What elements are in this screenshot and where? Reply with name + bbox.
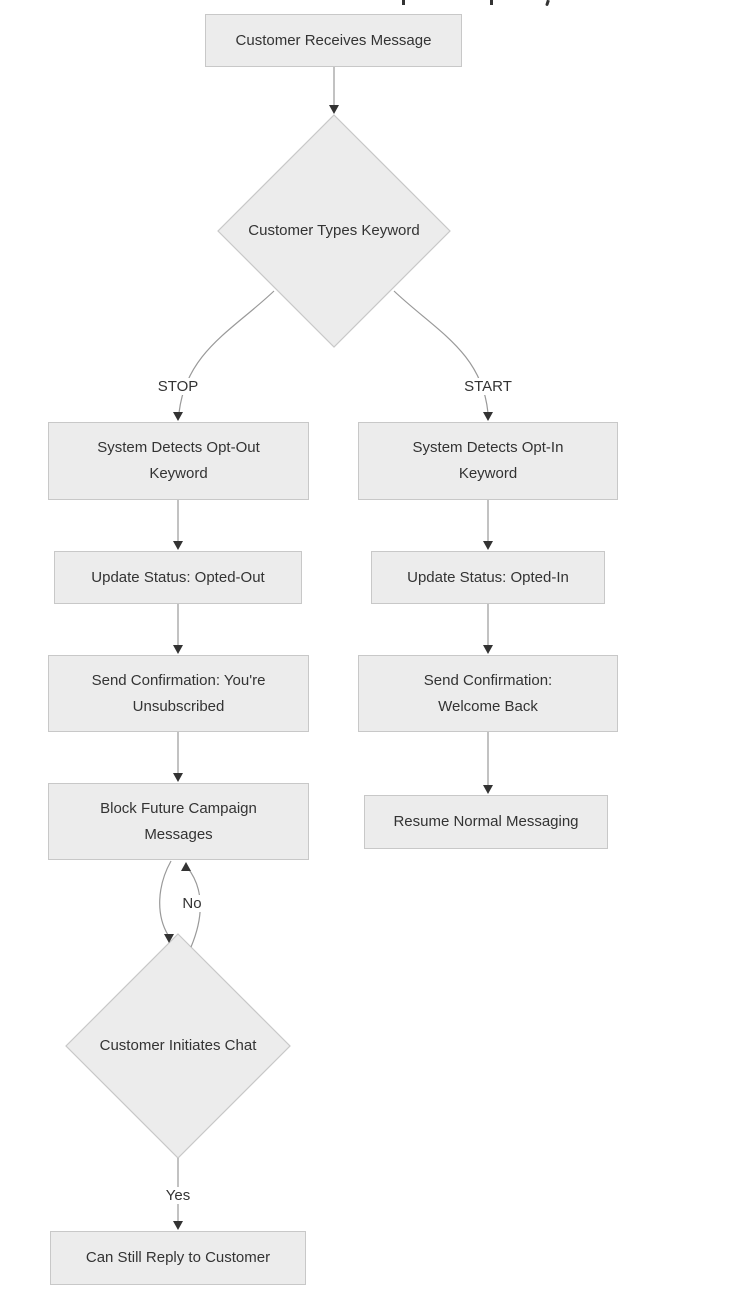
decision-customer-types-keyword-label: Customer Types Keyword xyxy=(248,222,420,239)
arrowhead-keyword xyxy=(329,105,339,114)
node-update-status-opted-out: Update Status: Opted-Out xyxy=(54,551,302,604)
node-system-detects-opt-out-keyword: System Detects Opt-Out Keyword xyxy=(48,422,309,500)
clipped-title-descender-1 xyxy=(402,0,405,5)
node-resume-normal-messaging: Resume Normal Messaging xyxy=(364,795,608,849)
edge-label-stop: STOP xyxy=(154,378,202,395)
clipped-title-descender-2 xyxy=(490,0,493,5)
node-customer-receives-message: Customer Receives Message xyxy=(205,14,462,67)
edge-label-no: No xyxy=(179,895,205,912)
arrowhead-status-in xyxy=(483,541,493,550)
arrowhead-optin xyxy=(483,412,493,421)
node-update-status-opted-in: Update Status: Opted-In xyxy=(371,551,605,604)
node-system-detects-opt-in-keyword: System Detects Opt-In Keyword xyxy=(358,422,618,500)
arrowhead-block-return xyxy=(181,862,191,871)
edge-label-start: START xyxy=(461,378,515,395)
decision-customer-types-keyword-shape xyxy=(217,114,451,348)
arrowhead-reply xyxy=(173,1221,183,1230)
arrowhead-status-out xyxy=(173,541,183,550)
arrowhead-chat xyxy=(164,934,174,943)
node-block-future-campaign-messages: Block Future Campaign Messages xyxy=(48,783,309,860)
arrowhead-block xyxy=(173,773,183,782)
node-can-still-reply-to-customer: Can Still Reply to Customer xyxy=(50,1231,306,1285)
arrowhead-confirmation-right xyxy=(483,645,493,654)
arrowhead-resume xyxy=(483,785,493,794)
arrowhead-confirmation-left xyxy=(173,645,183,654)
edge-block-to-chat xyxy=(159,860,172,936)
node-send-confirmation-unsubscribed: Send Confirmation: You're Unsubscribed xyxy=(48,655,309,732)
edge-label-yes: Yes xyxy=(162,1187,194,1204)
node-send-confirmation-welcome-back: Send Confirmation: Welcome Back xyxy=(358,655,618,732)
arrowhead-optout xyxy=(173,412,183,421)
decision-customer-initiates-chat-label: Customer Initiates Chat xyxy=(99,1037,257,1054)
